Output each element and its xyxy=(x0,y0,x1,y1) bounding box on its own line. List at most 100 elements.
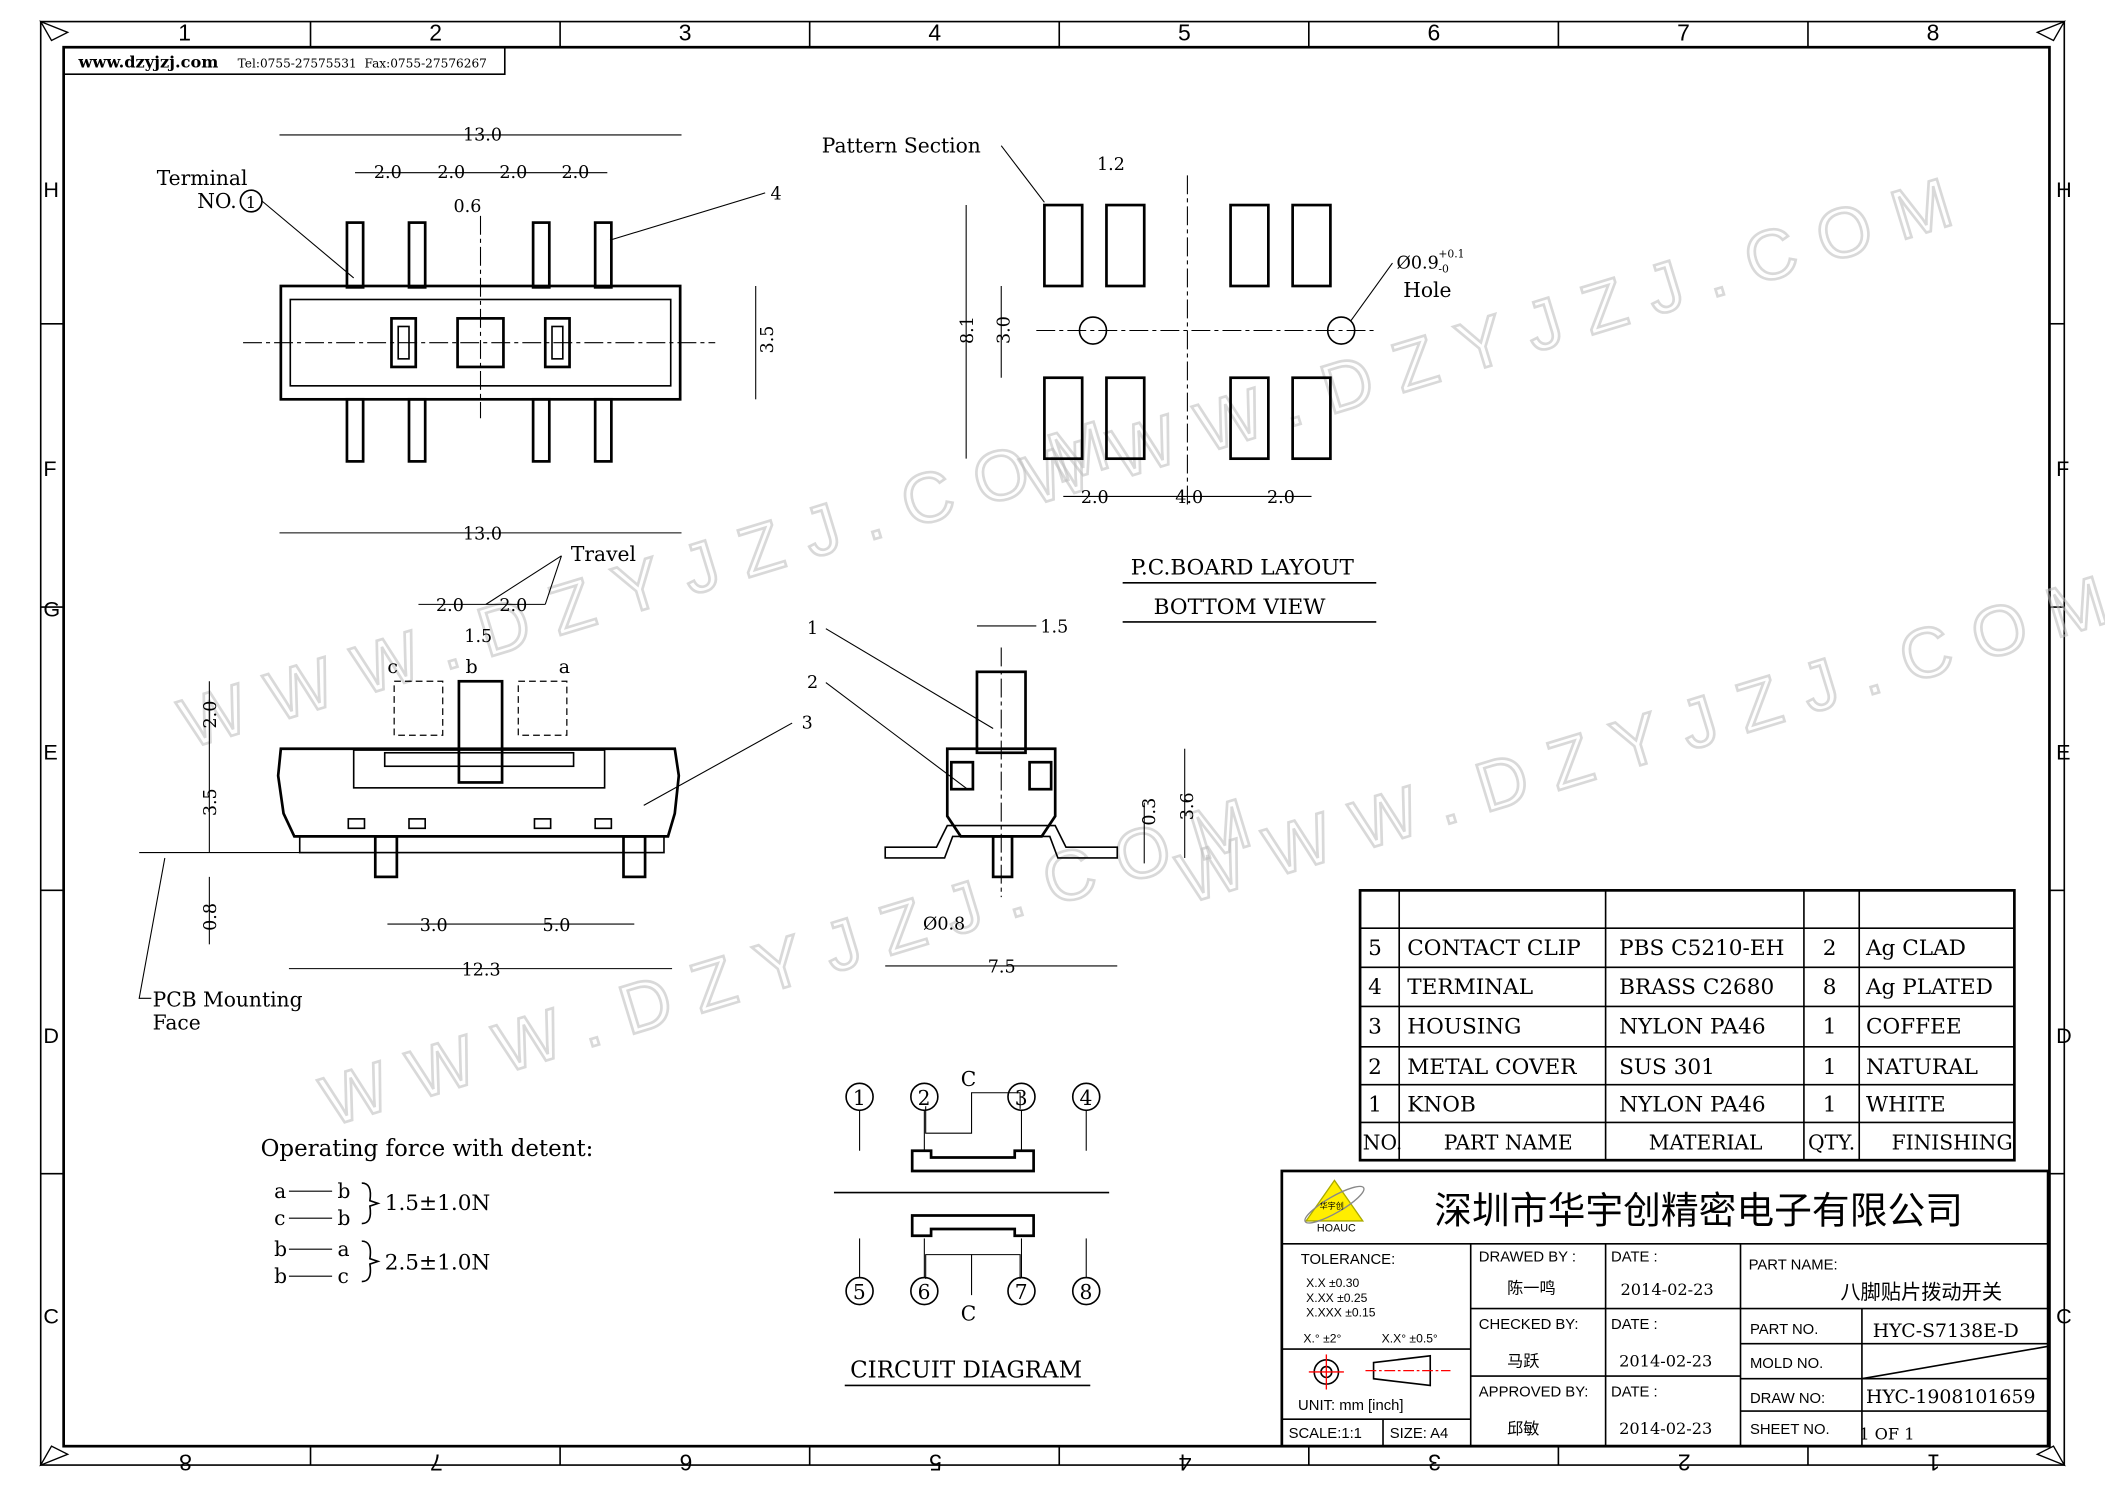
circuit-title: CIRCUIT DIAGRAM xyxy=(850,1357,1082,1383)
bom-cell: 2 xyxy=(1368,1055,1382,1080)
title-block: 华宇创 HOAUC 深圳市华宇创精密电子有限公司 TOLERANCE: X.X … xyxy=(1280,1169,2050,1448)
terminal-label: Terminal xyxy=(157,166,248,190)
bom-cell: 1 xyxy=(1823,1055,1837,1080)
date: 2014-02-23 xyxy=(1619,1352,1712,1371)
zone-col-label: 5 xyxy=(929,1449,942,1475)
zone-col-label: 1 xyxy=(1927,1449,1940,1475)
zone-row-label: H xyxy=(43,177,59,202)
draw-no-label: DRAW NO: xyxy=(1750,1391,1825,1407)
hole-tol-plus: +0.1 xyxy=(1438,248,1464,261)
date-label: DATE : xyxy=(1611,1317,1658,1333)
terminal-number: 2 xyxy=(918,1086,931,1110)
drawn-by-name: 陈一鸣 xyxy=(1507,1279,1556,1298)
zone-row-label: G xyxy=(43,597,60,622)
zone-col-label: 8 xyxy=(179,1449,192,1475)
bom-cell: PBS C5210-EH xyxy=(1619,936,1784,961)
angle-tolerance: X.° ±2° xyxy=(1303,1331,1341,1345)
zone-row-label: E xyxy=(2056,740,2070,765)
part-no-label: PART NO. xyxy=(1750,1322,1818,1338)
inner-frame xyxy=(62,45,2051,1448)
force-from: c xyxy=(274,1206,285,1230)
force-to: a xyxy=(338,1237,350,1261)
zone-col-label: 1 xyxy=(178,19,191,45)
zone-col-label: 7 xyxy=(1677,19,1690,45)
dim-pad-width: 1.2 xyxy=(1097,155,1125,175)
force-value: 1.5±1.0N xyxy=(385,1191,491,1216)
bom-header: NO. xyxy=(1363,1130,1403,1154)
dim-base: 12.3 xyxy=(462,960,501,980)
bom-header: MATERIAL xyxy=(1649,1130,1763,1154)
hole-diameter: Ø0.9 xyxy=(1397,253,1439,273)
position-label: b xyxy=(466,656,478,678)
terminal-pin xyxy=(593,397,613,463)
callout: 1 xyxy=(807,619,818,639)
zone-col-label: 5 xyxy=(1178,19,1191,45)
travel-label: Travel xyxy=(571,542,636,566)
zone-row-label: D xyxy=(43,1023,59,1048)
part-number: HYC-S7138E-D xyxy=(1873,1320,2019,1342)
unit: UNIT: mm [inch] xyxy=(1298,1398,1403,1414)
watermark: WWW.DZYJZJ.COM WWW.DZYJZJ.COM WWW.DZYJZJ… xyxy=(169,154,2105,1142)
zone-row-label: H xyxy=(2056,177,2072,202)
dim-h1: 0.3 xyxy=(1140,798,1160,826)
dim-knob: 1.5 xyxy=(1040,618,1068,638)
dim-pin: 3.0 xyxy=(420,916,448,936)
dim-bottom: 2.0 xyxy=(1267,488,1295,508)
pcb-layout-subtitle: BOTTOM VIEW xyxy=(1154,595,1327,620)
bom-cell: SUS 301 xyxy=(1619,1055,1715,1080)
date: 2014-02-23 xyxy=(1619,1419,1712,1438)
bom-cell: COFFEE xyxy=(1866,1014,1962,1039)
fax: Fax:0755-27576267 xyxy=(364,56,486,70)
zone-row-label: E xyxy=(43,740,57,765)
top-view: 13.0 2.0 2.0 2.0 2.0 0.6 3.5 Terminal NO… xyxy=(157,125,782,463)
callout: 2 xyxy=(807,673,818,693)
bom-header: FINISHING xyxy=(1892,1130,2013,1154)
force-from: b xyxy=(274,1237,287,1261)
position-label: a xyxy=(559,656,570,678)
dim-knob-height: 2.0 xyxy=(201,701,221,729)
force-value: 2.5±1.0N xyxy=(385,1250,491,1275)
terminal-pin xyxy=(345,397,365,463)
tolerance-row: X.XXX ±0.15 xyxy=(1306,1306,1376,1320)
date: 2014-02-23 xyxy=(1620,1280,1713,1299)
force-to: b xyxy=(338,1206,351,1230)
terminal-number: 4 xyxy=(1079,1086,1092,1110)
zone-col-label: 8 xyxy=(1927,19,1940,45)
bom-cell: Ag PLATED xyxy=(1865,975,1993,1000)
draw-number: HYC-1908101659 xyxy=(1866,1386,2036,1408)
zone-row-label: F xyxy=(2056,456,2069,481)
position-label: c xyxy=(387,656,398,678)
zone-row-label: C xyxy=(2056,1303,2072,1328)
terminal-no-label: NO. xyxy=(197,189,237,213)
front-view: 13.0 Travel 2.0 2.0 1.5 c b a 2.0 3.5 0.… xyxy=(138,525,813,1034)
sheet-number: 1 OF 1 xyxy=(1859,1424,1914,1443)
dim-h2: 3.6 xyxy=(1178,792,1198,820)
side-view: 1.5 1 2 0.3 3.6 Ø0.8 7.5 xyxy=(807,618,1198,978)
zone-col-label: 6 xyxy=(680,1449,693,1475)
terminal-number: 1 xyxy=(853,1086,866,1110)
bom-cell: WHITE xyxy=(1866,1093,1946,1118)
bom-cell: NYLON PA46 xyxy=(1619,1093,1765,1118)
zone-col-label: 7 xyxy=(430,1449,443,1475)
pcb-mounting-label: PCB Mounting xyxy=(153,987,303,1011)
zone-col-label: 4 xyxy=(1178,1449,1191,1475)
dim-pin: Ø0.8 xyxy=(923,914,965,934)
tolerance-label: TOLERANCE: xyxy=(1301,1252,1396,1268)
zone-row-label: C xyxy=(43,1303,59,1328)
common-label: C xyxy=(961,1302,976,1326)
force-from: b xyxy=(274,1264,287,1288)
bom-cell: 2 xyxy=(1823,936,1837,961)
dim-knob-width: 1.5 xyxy=(464,627,492,647)
bom-cell: 1 xyxy=(1823,1093,1837,1118)
terminal-number: 1 xyxy=(246,193,256,212)
dim-bottom: 2.0 xyxy=(1081,488,1109,508)
company-name: 深圳市华宇创精密电子有限公司 xyxy=(1434,1189,1963,1233)
drawn-by-label: DRAWED BY : xyxy=(1479,1249,1576,1265)
bom-cell: Ag CLAD xyxy=(1865,936,1966,961)
outer-frame xyxy=(39,20,2066,1466)
bom-cell: BRASS C2680 xyxy=(1619,975,1774,1000)
